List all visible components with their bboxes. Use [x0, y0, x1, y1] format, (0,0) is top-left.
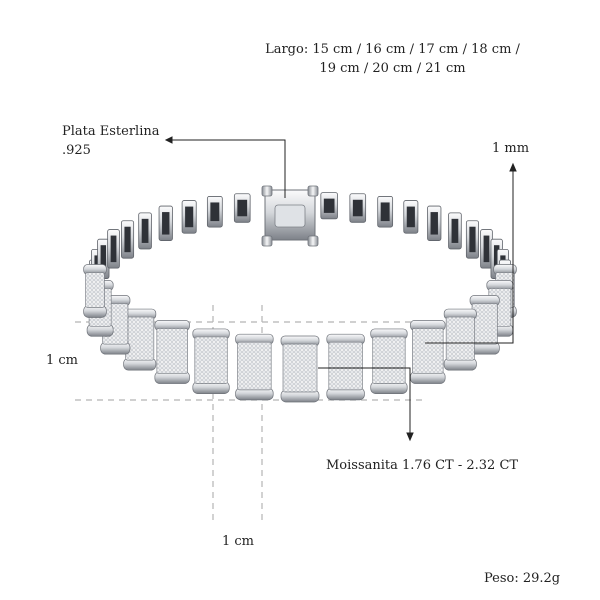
front-link — [469, 295, 500, 355]
front-link — [123, 308, 157, 371]
width-annotation: 1 cm — [222, 534, 255, 549]
back-link — [206, 196, 223, 228]
thickness-pointer-arrow — [509, 162, 517, 172]
clasp — [261, 185, 319, 247]
stone-pointer-arrow — [406, 432, 414, 442]
back-link — [181, 200, 197, 234]
back-link — [138, 212, 152, 250]
front-link — [154, 320, 190, 384]
metal-pointer-arrow — [164, 136, 173, 144]
front-link — [443, 308, 477, 371]
back-link — [349, 193, 367, 223]
front-link — [326, 333, 365, 401]
weight-annotation: Peso: 29.2g — [484, 571, 561, 586]
metal-annotation: Plata Esterlina .925 — [62, 122, 160, 160]
thickness-annotation: 1 mm — [492, 141, 530, 156]
back-link — [465, 220, 479, 259]
metal-pointer-line — [170, 139, 286, 198]
back-link — [427, 205, 442, 241]
front-link — [410, 320, 446, 384]
pointer-lines — [164, 136, 517, 442]
thickness-pointer-line — [425, 168, 514, 344]
back-link — [320, 192, 338, 220]
front-link — [280, 335, 320, 403]
length-annotation: Largo: 15 cm / 16 cm / 17 cm / 18 cm / 1… — [265, 42, 520, 76]
front-link — [192, 328, 230, 394]
back-link — [403, 200, 419, 234]
front-link — [235, 333, 274, 401]
front-link — [83, 264, 107, 318]
back-link — [233, 193, 251, 223]
height-annotation: 1 cm — [46, 353, 79, 368]
stone-annotation: Moissanita 1.76 CT - 2.32 CT — [326, 458, 519, 473]
back-link — [121, 220, 135, 259]
metal-annotation-line2: .925 — [62, 143, 91, 158]
back-link — [158, 205, 173, 241]
metal-annotation-line1: Plata Esterlina — [62, 124, 160, 139]
front-link — [370, 328, 408, 394]
bracelet-front-links — [83, 264, 517, 403]
back-link — [107, 229, 120, 269]
back-link — [448, 212, 462, 250]
back-link — [377, 196, 394, 228]
stone-pointer-line — [318, 367, 411, 436]
